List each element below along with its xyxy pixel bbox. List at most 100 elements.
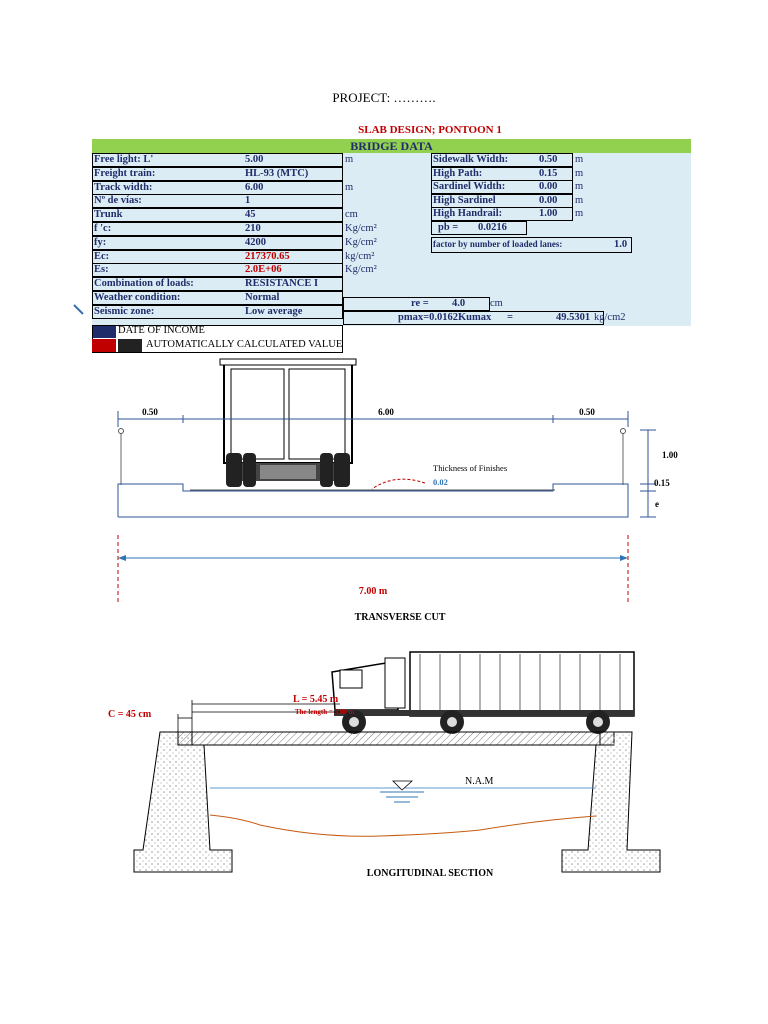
water-label: N.A.M	[465, 776, 493, 787]
right-row-label: High Sardinel	[433, 195, 496, 206]
right-row-label: Sardinel Width:	[433, 181, 506, 192]
left-row-value[interactable]: Low average	[245, 306, 303, 317]
left-row-label: f 'c:	[94, 223, 112, 234]
left-row-label: Es:	[94, 264, 109, 275]
finishes-value: 0.02	[433, 477, 448, 487]
left-row-value[interactable]: RESISTANCE I	[245, 278, 319, 289]
right-row-value[interactable]: 0.00	[539, 195, 558, 206]
right-row-unit: m	[575, 154, 584, 165]
left-row-box	[92, 194, 343, 208]
left-row-unit: Kg/cm²	[345, 223, 377, 234]
left-row-unit: m	[345, 182, 354, 193]
left-row-box	[92, 291, 343, 305]
right-row-unit: m	[575, 181, 584, 192]
pmax-label: pmax=0.0162Kumax	[398, 312, 492, 323]
slab-design-title: SLAB DESIGN; PONTOON 1	[358, 124, 502, 136]
right-row-value[interactable]: 0.50	[539, 154, 558, 165]
left-row-box	[92, 167, 343, 181]
right-row-label: High Handrail:	[433, 208, 503, 219]
left-row-box	[92, 236, 343, 250]
right-row-value[interactable]: 0.00	[539, 181, 558, 192]
left-row-value[interactable]: HL-93 (MTC)	[245, 168, 309, 179]
dim-left-label: 0.50	[142, 407, 158, 417]
left-row-label: Nº de vías:	[94, 195, 142, 206]
left-row-box	[92, 222, 343, 236]
re-label: re =	[411, 298, 429, 309]
bridge-data-header: BRIDGE DATA	[92, 139, 691, 153]
transverse-cut-drawing: 0.50 6.00 0.50 Thickness of Finishes 0.0…	[117, 358, 678, 623]
left-row-box	[92, 181, 343, 195]
left-row-label: Seismic zone:	[94, 306, 155, 317]
re-box	[343, 297, 490, 311]
pmax-box	[343, 311, 604, 325]
left-row-value[interactable]: 2.0E+06	[245, 264, 282, 275]
pb-value[interactable]: 0.0216	[478, 222, 507, 233]
left-row-label: fy:	[94, 237, 107, 248]
re-value[interactable]: 4.0	[452, 298, 466, 309]
right-row-unit: m	[575, 208, 584, 219]
left-row-box	[92, 208, 343, 222]
path-dim: 0.15	[654, 478, 670, 488]
dim-right-label: 0.50	[579, 407, 595, 417]
left-row-unit: Kg/cm²	[345, 264, 377, 275]
c-label: C = 45 cm	[108, 709, 152, 720]
left-row-label: Free light: L'	[94, 154, 154, 165]
longitudinal-caption: LONGITUDINAL SECTION	[367, 868, 494, 879]
right-row-box	[431, 180, 573, 194]
left-row-label: Trunk	[94, 209, 123, 220]
left-row-unit: Kg/cm²	[345, 237, 377, 248]
left-row-label: Track width:	[94, 182, 153, 193]
left-row-value[interactable]: 6.00	[245, 182, 264, 193]
left-row-value[interactable]: 210	[245, 223, 261, 234]
pencil-icon	[73, 304, 84, 315]
longitudinal-section-drawing: L = 5.45 m The length = 5.00 m C = 45 cm…	[108, 651, 661, 879]
income-swatch	[92, 325, 116, 338]
left-row-value[interactable]: 1	[245, 195, 251, 206]
pmax-value[interactable]: 49.5301	[556, 312, 591, 323]
legend-income-text: DATE OF INCOME	[118, 325, 205, 336]
pb-box	[431, 221, 527, 235]
factor-value[interactable]: 1.0	[614, 239, 628, 250]
auto-red-swatch	[92, 339, 116, 352]
l-label: L = 5.45 m	[293, 694, 339, 705]
left-row-label: Freight train:	[94, 168, 156, 179]
left-row-label: Ec:	[94, 251, 110, 262]
project-title: PROJECT: ……….	[332, 90, 436, 105]
factor-box	[431, 237, 632, 253]
left-row-label: Weather condition:	[94, 292, 181, 303]
left-row-box	[92, 277, 343, 291]
right-row-label: Sidewalk Width:	[433, 154, 509, 165]
right-row-value[interactable]: 0.15	[539, 168, 558, 179]
pmax-eq: =	[507, 312, 513, 323]
right-row-unit: m	[575, 195, 584, 206]
left-row-unit: cm	[345, 209, 358, 220]
left-row-label: Combination of loads:	[94, 278, 194, 289]
left-row-value[interactable]: 45	[245, 209, 256, 220]
auto-dark-swatch	[118, 339, 142, 352]
left-row-unit: kg/cm²	[345, 251, 375, 262]
length-label: The length = 5.00 m	[295, 708, 355, 716]
pmax-unit: kg/cm2	[594, 312, 626, 323]
finishes-label: Thickness of Finishes	[433, 463, 507, 473]
pb-label: pb =	[438, 222, 459, 233]
right-row-label: High Path:	[433, 168, 483, 179]
right-row-value[interactable]: 1.00	[539, 208, 558, 219]
left-row-box	[92, 250, 343, 264]
left-row-unit: m	[345, 154, 354, 165]
transverse-caption: TRANSVERSE CUT	[355, 612, 446, 623]
left-row-box	[92, 305, 343, 319]
left-row-value[interactable]: 5.00	[245, 154, 264, 165]
legend-auto-text: AUTOMATICALLY CALCULATED VALUE	[146, 339, 343, 350]
re-unit: cm	[490, 298, 503, 309]
left-row-box	[92, 263, 343, 277]
right-row-box	[431, 153, 573, 167]
dim-mid-label: 6.00	[378, 407, 394, 417]
handrail-dim: 1.00	[662, 450, 678, 460]
left-row-box	[92, 153, 343, 167]
thickness-dim: e	[655, 499, 659, 509]
left-row-value[interactable]: 4200	[245, 237, 266, 248]
left-row-value[interactable]: Normal	[245, 292, 280, 303]
left-row-value[interactable]: 217370.65	[245, 251, 290, 262]
factor-label: factor by number of loaded lanes:	[433, 239, 563, 249]
right-row-box	[431, 207, 573, 221]
